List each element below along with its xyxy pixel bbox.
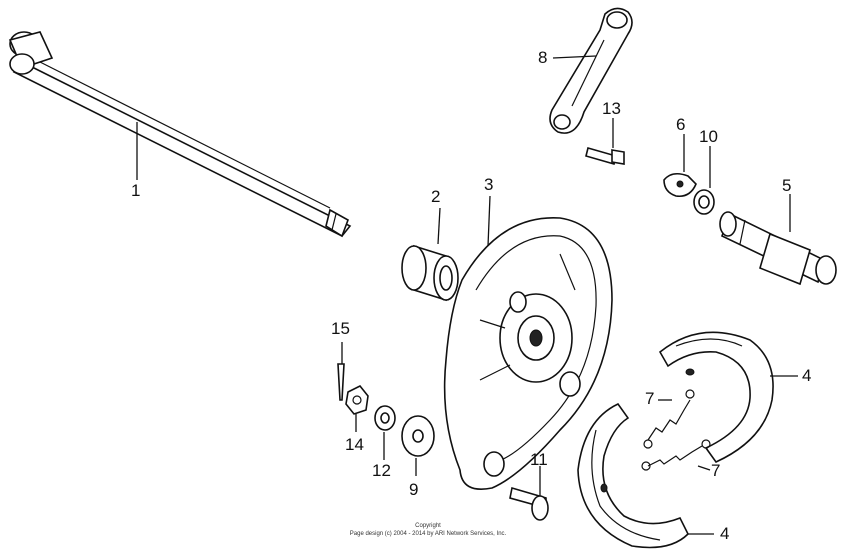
callout-1: 1	[131, 181, 140, 200]
indicator-plate-part[interactable]	[663, 172, 697, 198]
callout-10: 10	[699, 127, 718, 146]
callout-9: 9	[409, 480, 418, 499]
callout-7-upper: 7	[645, 389, 654, 408]
bearing-part[interactable]	[401, 244, 459, 302]
callout-7-lower: 7	[711, 461, 720, 480]
cam-part[interactable]	[719, 211, 837, 286]
callout-14: 14	[345, 435, 364, 454]
callout-8: 8	[538, 48, 547, 67]
washer-large-part[interactable]	[401, 415, 435, 457]
brake-arm-part[interactable]	[549, 7, 633, 134]
brake-panel-part[interactable]	[443, 217, 613, 490]
leader-lines	[136, 55, 798, 535]
callout-5: 5	[782, 176, 791, 195]
axle-part[interactable]	[8, 31, 352, 238]
callout-labels: 1 2 3 4 4 5 6 7 7 8 9 10 11 12 13 14 15	[131, 48, 811, 543]
callout-2: 2	[431, 187, 440, 206]
copyright-line-2: Page design (c) 2004 - 2014 by ARI Netwo…	[350, 531, 507, 537]
callout-15: 15	[331, 319, 350, 338]
copyright-footer: Copyright Page design (c) 2004 - 2014 by…	[350, 523, 507, 537]
callout-4-upper: 4	[802, 366, 811, 385]
spring-lower-part[interactable]	[641, 439, 711, 471]
bolt-13-part[interactable]	[585, 147, 625, 165]
brake-shoe-upper-part[interactable]	[658, 331, 774, 464]
copyright-line-1: Copyright	[415, 523, 441, 529]
washer-10-part[interactable]	[693, 189, 715, 215]
callout-4-lower: 4	[720, 524, 729, 543]
callout-6: 6	[676, 115, 685, 134]
callout-13: 13	[602, 99, 621, 118]
callout-11: 11	[530, 450, 548, 469]
brake-shoe-lower-part[interactable]	[577, 402, 689, 549]
nut-part[interactable]	[345, 384, 369, 415]
callout-3: 3	[484, 175, 493, 194]
bolt-11-part[interactable]	[509, 486, 549, 521]
spring-upper-part[interactable]	[643, 389, 695, 449]
cotter-pin-part[interactable]	[337, 363, 345, 401]
callout-12: 12	[372, 461, 391, 480]
washer-12-part[interactable]	[374, 405, 396, 431]
